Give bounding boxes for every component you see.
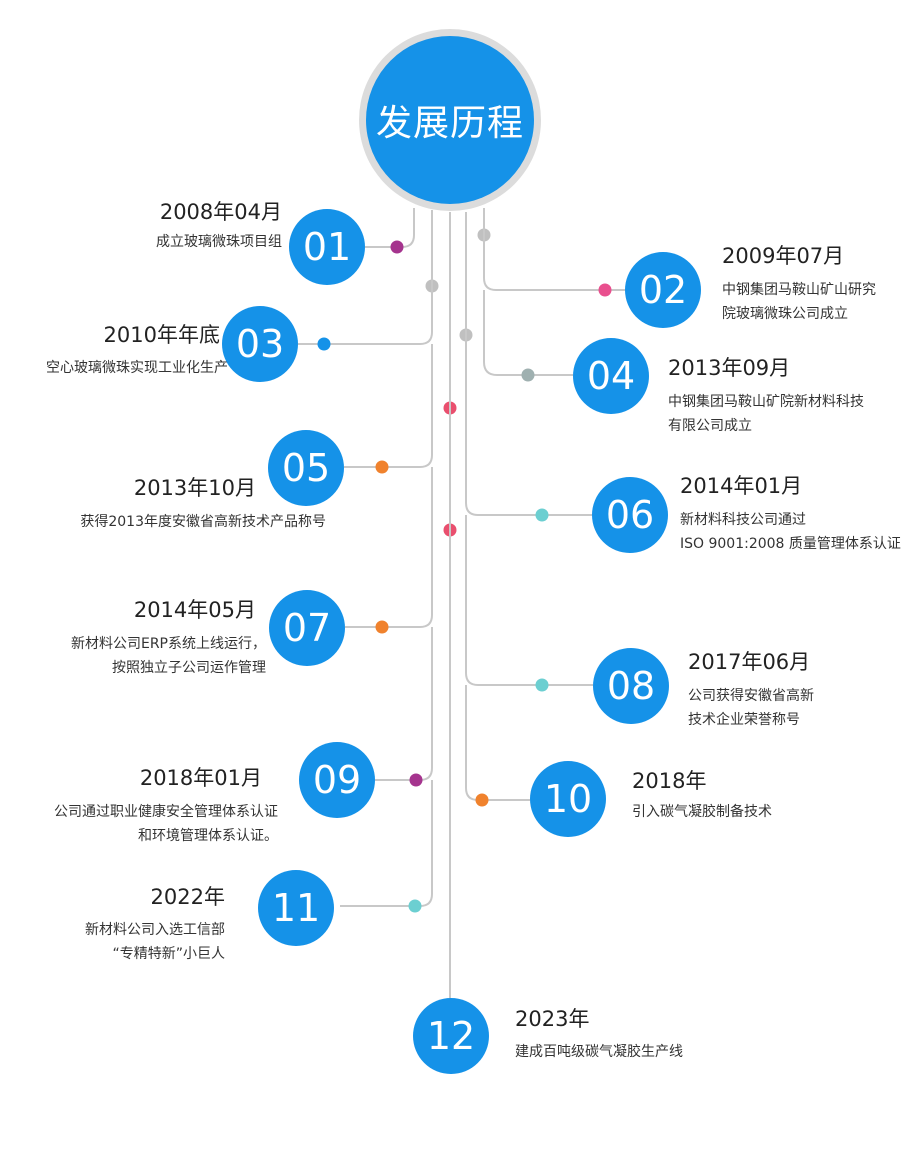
connector-05 bbox=[344, 344, 433, 468]
event-description-line: 空心玻璃微珠实现工业化生产 bbox=[46, 360, 228, 376]
event-date: 2008年04月 bbox=[159, 200, 282, 224]
event-description: 中钢集团马鞍山矿院新材料科技有限公司成立 bbox=[668, 390, 864, 438]
connector-09 bbox=[375, 627, 433, 781]
event-description-line: 新材料科技公司通过 bbox=[680, 512, 806, 528]
event-description: 新材料公司ERP系统上线运行， 按照独立子公司运作管理 bbox=[40, 632, 266, 680]
event-description: 公司获得安徽省高新技术企业荣誉称号 bbox=[688, 684, 814, 732]
event-number-badge: 09 bbox=[299, 742, 375, 818]
event-date: 2018年01月 bbox=[139, 766, 262, 790]
event-description: 建成百吨级碳气凝胶生产线 bbox=[515, 1040, 683, 1064]
event-date: 2010年年底 bbox=[103, 323, 220, 347]
event-description: 引入碳气凝胶制备技术 bbox=[632, 800, 772, 824]
connector-dot-10 bbox=[475, 793, 489, 807]
event-date: 2014年01月 bbox=[680, 474, 803, 498]
connector-03 bbox=[298, 210, 433, 345]
event-description-line: 新材料公司入选工信部 bbox=[85, 922, 225, 938]
event-description: 空心玻璃微珠实现工业化生产 bbox=[0, 356, 228, 380]
event-date: 2022年 bbox=[150, 885, 225, 909]
event-date: 2014年05月 bbox=[133, 598, 256, 622]
event-date: 2017年06月 bbox=[688, 650, 811, 674]
hub-circle: 发展历程 bbox=[359, 29, 541, 211]
connector-dot-06 bbox=[535, 508, 549, 522]
page-title: 发展历程 bbox=[366, 36, 534, 204]
event-description: 中钢集团马鞍山矿山研究院玻璃微珠公司成立 bbox=[722, 278, 876, 326]
event-number-badge: 05 bbox=[268, 430, 344, 506]
event-number-badge: 03 bbox=[222, 306, 298, 382]
event-number-badge: 07 bbox=[269, 590, 345, 666]
connector-dot-07 bbox=[375, 620, 389, 634]
event-description-line: 建成百吨级碳气凝胶生产线 bbox=[515, 1044, 683, 1060]
event-date: 2013年09月 bbox=[668, 356, 791, 380]
connector-dot-11 bbox=[408, 899, 422, 913]
event-description-line: 院玻璃微珠公司成立 bbox=[722, 306, 848, 322]
event-description-line: 获得2013年度安徽省高新技术产品称号 bbox=[80, 514, 326, 530]
event-description-line: ISO 9001:2008 质量管理体系认证 bbox=[680, 536, 901, 552]
event-description-line: 公司获得安徽省高新 bbox=[688, 688, 814, 704]
connector-08 bbox=[465, 515, 593, 686]
event-description-line: 公司通过职业健康安全管理体系认证 bbox=[54, 804, 278, 820]
connector-dot-08 bbox=[535, 678, 549, 692]
event-description-line: 技术企业荣誉称号 bbox=[688, 712, 800, 728]
event-number-badge: 08 bbox=[593, 648, 669, 724]
event-date: 2013年10月 bbox=[133, 476, 256, 500]
event-number-badge: 02 bbox=[625, 252, 701, 328]
connector-06 bbox=[465, 212, 592, 516]
event-description: 成立玻璃微珠项目组 bbox=[120, 230, 282, 254]
event-description: 获得2013年度安徽省高新技术产品称号 bbox=[40, 510, 326, 534]
event-description-line: 中钢集团马鞍山矿山研究 bbox=[722, 282, 876, 298]
event-description-line: 新材料公司ERP系统上线运行， bbox=[70, 636, 266, 652]
event-description-line: 中钢集团马鞍山矿院新材料科技 bbox=[668, 394, 864, 410]
connector-04 bbox=[483, 290, 573, 376]
event-number-badge: 12 bbox=[413, 998, 489, 1074]
event-description: 公司通过职业健康安全管理体系认证和环境管理体系认证。 bbox=[0, 800, 278, 848]
connector-dot-01 bbox=[390, 240, 404, 254]
event-number-badge: 04 bbox=[573, 338, 649, 414]
event-description-line: “专精特新”小巨人 bbox=[112, 946, 225, 962]
connector-01 bbox=[365, 208, 415, 248]
event-date: 2018年 bbox=[632, 769, 707, 793]
connector-dot-09 bbox=[409, 773, 423, 787]
connector-dot-05 bbox=[375, 460, 389, 474]
event-number-badge: 01 bbox=[289, 209, 365, 285]
event-number-badge: 10 bbox=[530, 761, 606, 837]
event-description-line: 和环境管理体系认证。 bbox=[138, 828, 278, 844]
event-description-line: 按照独立子公司运作管理 bbox=[112, 660, 266, 676]
connector-07 bbox=[345, 467, 433, 628]
event-date: 2009年07月 bbox=[722, 244, 845, 268]
event-number-badge: 06 bbox=[592, 477, 668, 553]
connector-dot-04 bbox=[521, 368, 535, 382]
connector-dot-03 bbox=[317, 337, 331, 351]
event-description: 新材料科技公司通过 ISO 9001:2008 质量管理体系认证 bbox=[680, 508, 901, 556]
event-description-line: 引入碳气凝胶制备技术 bbox=[632, 804, 772, 820]
event-description: 新材料公司入选工信部 “专精特新”小巨人 bbox=[40, 918, 225, 966]
connector-10 bbox=[465, 685, 530, 801]
event-description-line: 成立玻璃微珠项目组 bbox=[156, 234, 282, 250]
event-number-badge: 11 bbox=[258, 870, 334, 946]
event-description-line: 有限公司成立 bbox=[668, 418, 752, 434]
event-date: 2023年 bbox=[515, 1007, 590, 1031]
connector-dot-02 bbox=[598, 283, 612, 297]
connector-02 bbox=[483, 208, 625, 291]
